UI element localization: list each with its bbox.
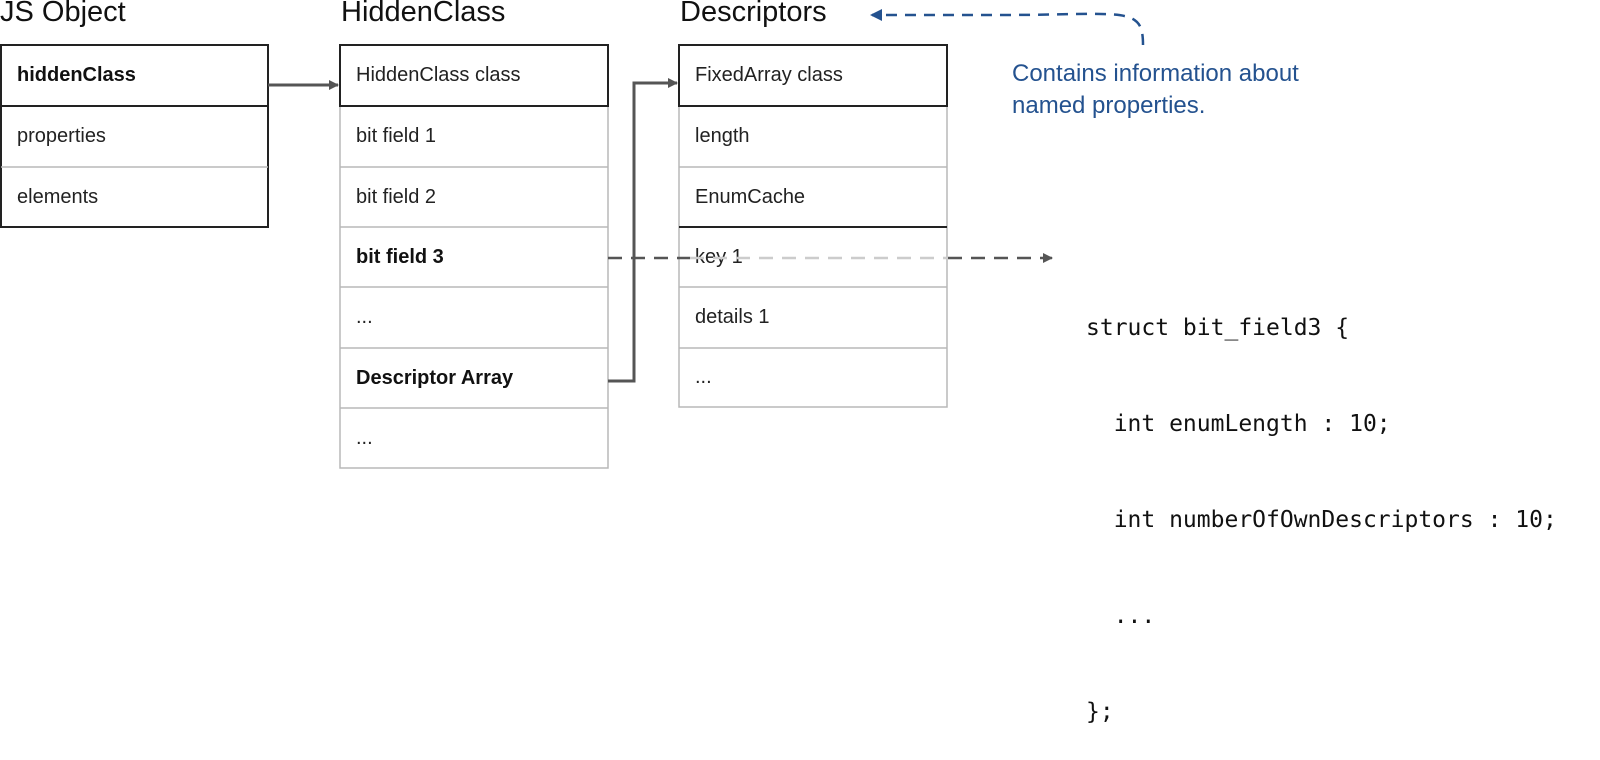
js-object-row-hiddenclass: hiddenClass	[17, 64, 136, 86]
js-object-row-properties: properties	[17, 125, 106, 147]
hiddenclass-title: HiddenClass	[341, 0, 506, 28]
hiddenclass-row-bit-field-1: bit field 1	[356, 125, 437, 147]
js-object-title: JS Object	[0, 0, 126, 28]
descriptors-row-enumcache: EnumCache	[695, 185, 806, 208]
hiddenclass-row-bit-field-2: bit field 2	[356, 185, 437, 208]
hiddenclass-row-class: HiddenClass class	[356, 64, 521, 86]
code-line-4: ...	[1086, 603, 1156, 629]
js-object-table: hiddenClass properties elements	[1, 45, 268, 227]
struct-code-block: struct bit_field3 { int enumLength : 10;…	[1086, 248, 1557, 760]
descriptors-row-fixedarray-class: FixedArray class	[695, 64, 843, 86]
descriptors-row-key-1: key 1	[695, 245, 743, 268]
hiddenclass-row-bit-field-3: bit field 3	[356, 245, 444, 268]
descriptors-annotation: Contains information about named propert…	[1012, 58, 1299, 122]
js-object-row-elements: elements	[17, 185, 99, 208]
hiddenclass-row-descriptor-array: Descriptor Array	[356, 366, 514, 389]
code-line-2: int enumLength : 10;	[1086, 411, 1391, 437]
annotation-line-1: Contains information about	[1012, 60, 1299, 87]
code-line-5: };	[1086, 699, 1114, 725]
hiddenclass-row-ellipsis-2: ...	[356, 426, 373, 449]
arrow-note-to-descriptors	[870, 9, 1145, 46]
descriptors-title: Descriptors	[680, 0, 827, 28]
descriptors-row-length: length	[695, 125, 750, 147]
hiddenclass-table: HiddenClass class bit field 1 bit field …	[340, 45, 608, 468]
arrow-descriptor-array-to-descriptors	[608, 78, 678, 383]
descriptors-row-ellipsis: ...	[695, 366, 712, 388]
descriptors-row-details-1: details 1	[695, 306, 770, 328]
hiddenclass-row-ellipsis-1: ...	[356, 306, 373, 328]
code-line-3: int numberOfOwnDescriptors : 10;	[1086, 507, 1557, 533]
descriptors-table: FixedArray class length EnumCache key 1 …	[679, 45, 947, 407]
annotation-line-2: named properties.	[1012, 92, 1206, 119]
code-line-1: struct bit_field3 {	[1086, 315, 1350, 341]
